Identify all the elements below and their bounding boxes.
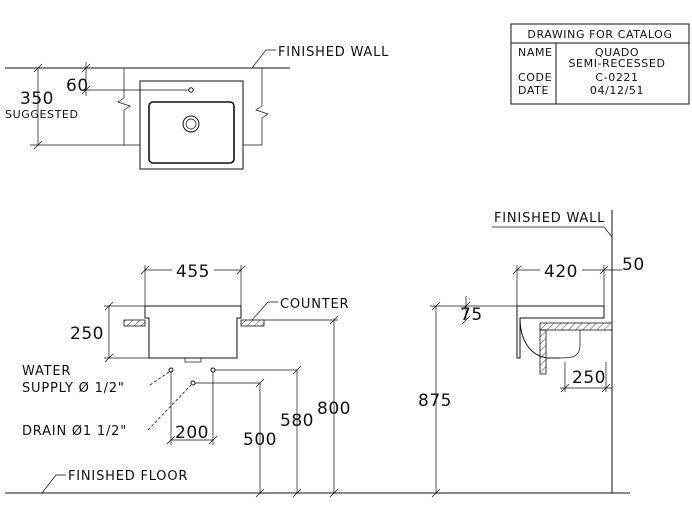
finished-floor-label: FINISHED FLOOR	[68, 469, 188, 484]
drain-inner	[185, 118, 197, 130]
dim-455-text: 455	[176, 262, 210, 282]
drain-leader	[147, 384, 192, 431]
dim-875-text: 875	[418, 391, 452, 411]
date-value: 04/12/51	[590, 84, 644, 97]
drain-label: DRAIN Ø1 1/2"	[22, 424, 127, 439]
supply-point-right	[210, 367, 216, 373]
wall-leader	[251, 49, 276, 69]
water-supply-label-1: WATER	[22, 364, 71, 379]
supply-point-left	[168, 367, 174, 373]
dim-500-text: 500	[243, 430, 277, 450]
dim-50-text: 50	[622, 255, 645, 275]
front-basin-body	[144, 305, 242, 359]
side-wall-leader	[603, 226, 613, 238]
dim-800-text: 800	[317, 399, 351, 419]
title-block-header: DRAWING FOR CATALOG	[527, 28, 672, 41]
top-basin-outer	[139, 80, 244, 170]
counter-leader	[251, 301, 278, 321]
title-block: DRAWING FOR CATALOG NAME QUADO SEMI-RECE…	[510, 23, 690, 105]
water-supply-label-2: SUPPLY Ø 1/2"	[22, 381, 125, 396]
name-label: NAME	[518, 46, 553, 59]
front-drain-outlet	[184, 357, 202, 363]
top-view: FINISHED WALL 350 SUGGESTED 60	[5, 45, 389, 170]
dim-250-front-text: 250	[70, 324, 104, 344]
side-view: FINISHED WALL 420 50 75 875	[418, 210, 645, 498]
code-label: CODE	[518, 71, 552, 84]
floor: FINISHED FLOOR	[5, 469, 630, 494]
name-value-1: QUADO	[595, 46, 639, 59]
counter-left	[123, 319, 146, 327]
top-basin-bowl	[148, 101, 235, 164]
dim-250-side-text: 250	[572, 368, 606, 388]
dim-580-text: 580	[280, 411, 314, 431]
drain-point	[190, 380, 196, 386]
water-supply-leader	[149, 371, 170, 386]
date-label: DATE	[518, 84, 549, 97]
counter-right	[240, 319, 265, 327]
top-counter-break-right	[243, 68, 269, 146]
front-view: 455 COUNTER 250 WATER SUPPLY Ø 1/2" DRAI…	[22, 262, 351, 498]
top-finished-wall-label: FINISHED WALL	[278, 45, 389, 60]
dim-350-text: 350	[20, 89, 54, 109]
floor-leader	[41, 474, 66, 494]
dim-420-text: 420	[544, 262, 578, 282]
dim-suggested-text: SUGGESTED	[5, 108, 79, 121]
side-counter	[539, 322, 613, 331]
code-value: C-0221	[595, 71, 638, 84]
tap-hole	[188, 87, 194, 93]
side-finished-wall-label: FINISHED WALL	[494, 211, 605, 226]
side-counter-support	[539, 329, 547, 375]
counter-label: COUNTER	[280, 297, 349, 312]
dim-200-text: 200	[175, 423, 209, 443]
top-counter-break-left	[117, 68, 140, 146]
drain-outer	[182, 115, 200, 133]
name-value-2: SEMI-RECESSED	[568, 57, 665, 70]
side-basin-profile	[516, 305, 605, 359]
dim-60-text: 60	[66, 76, 89, 96]
side-trap	[548, 330, 581, 359]
dim-75-text: 75	[460, 305, 483, 325]
